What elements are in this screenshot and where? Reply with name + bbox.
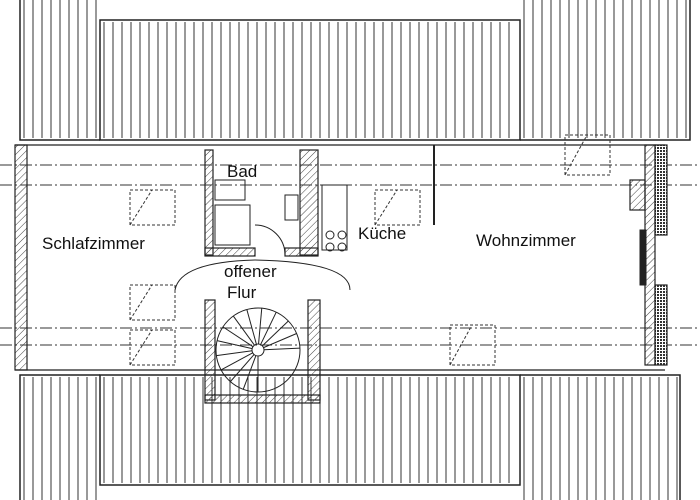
axis-lines [0,164,700,346]
walls [14,144,668,404]
stair-step [258,308,263,345]
stair-step [263,333,297,349]
stair-step [261,320,289,347]
stair-step [242,355,257,390]
room-label-schlafzimmer: Schlafzimmer [42,234,145,253]
kitchen-unit [321,184,348,251]
sink [284,194,299,221]
stair-step [220,352,253,371]
stair-step [232,315,255,346]
floor-area [15,145,665,370]
room-label-flur-1: offener [224,262,277,281]
stair-step [216,350,253,357]
flur-arc [174,259,351,291]
room-label-kueche: Küche [358,224,407,243]
roof-outlines [19,0,691,500]
room-label-wohnzimmer: Wohnzimmer [476,231,576,250]
roof-windows [129,134,611,366]
shower [214,204,251,246]
roof-stripes [23,0,687,500]
stair-step [216,340,253,350]
stair-step [260,311,277,345]
room-label-flur-2: Flur [227,283,257,302]
bathtub [214,179,246,201]
spiral-stair-steps [216,308,300,392]
room-label-bad: Bad [227,162,258,181]
stair-step [229,354,255,382]
stair-step [222,326,254,348]
stair-step [246,309,257,345]
stair-step [263,347,300,351]
door-swing [254,224,286,256]
